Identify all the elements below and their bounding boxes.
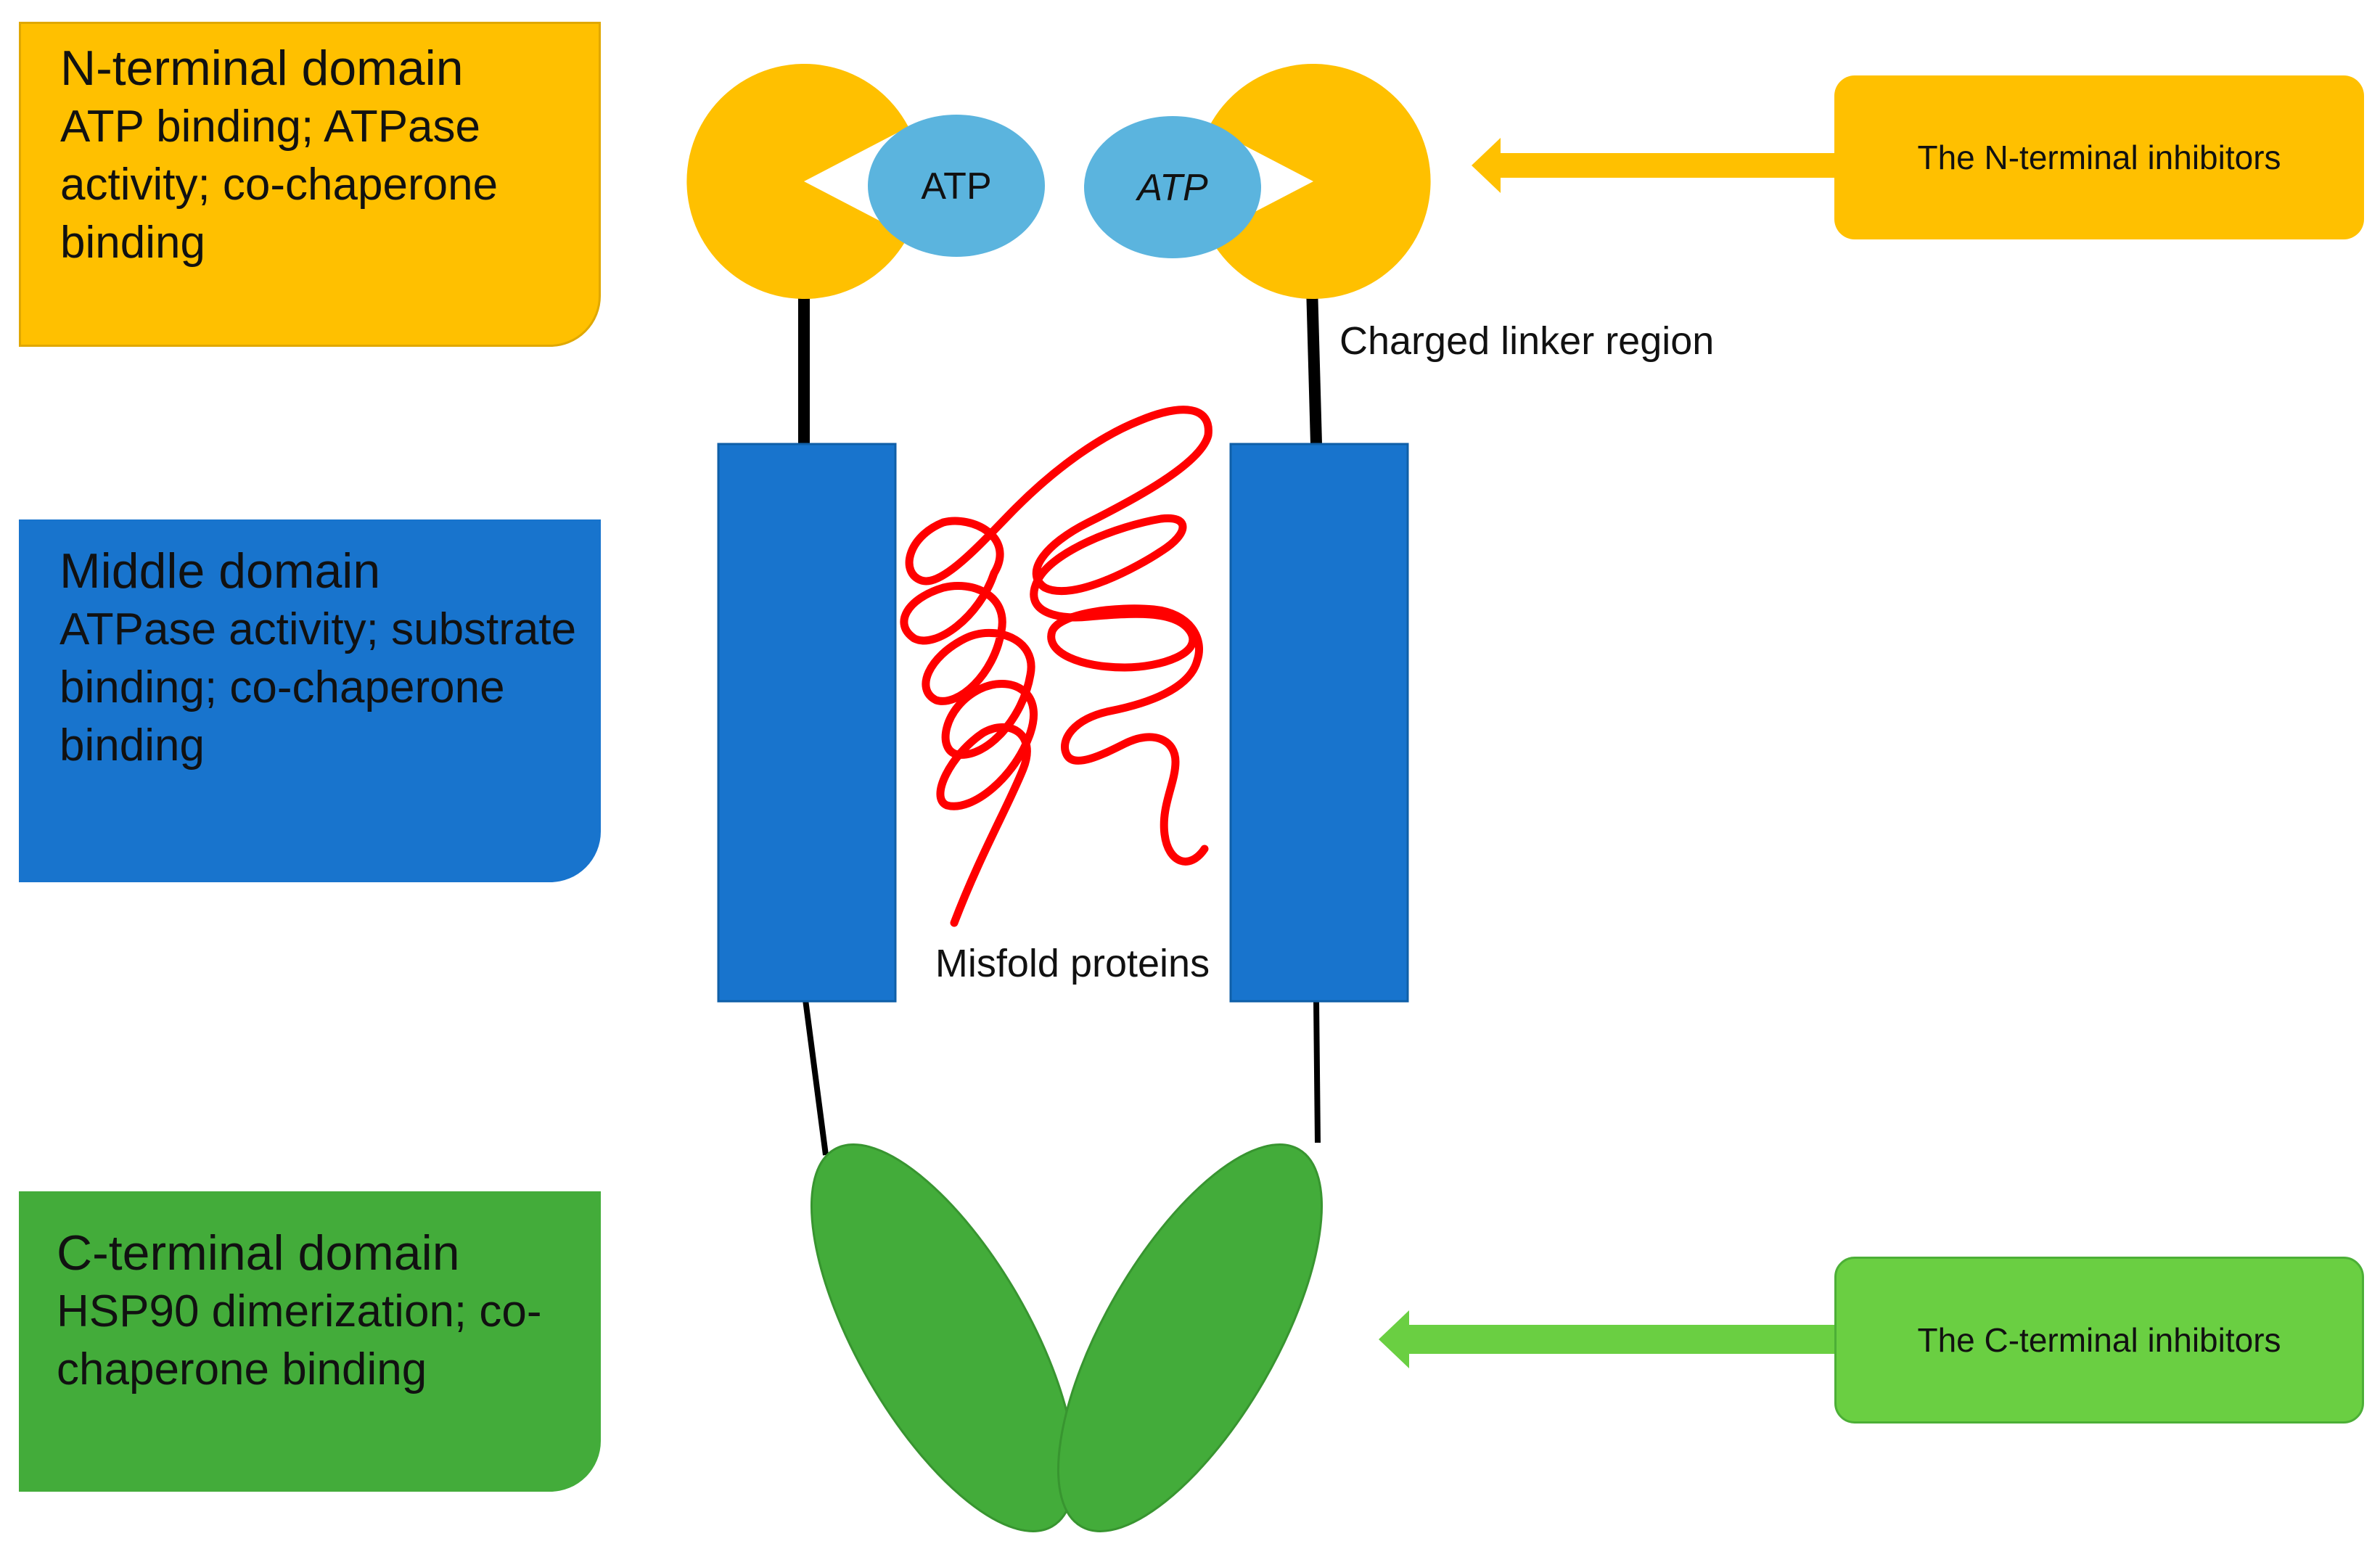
atp-right-shape: [1084, 116, 1261, 258]
left-middle-domain-shape: [717, 443, 897, 1003]
middle-domain-description: ATPase activity; substrate binding; co-c…: [60, 604, 577, 771]
right-upper-linker: [1306, 286, 1322, 445]
n-terminal-inhibitor-arrow: [1472, 138, 1834, 193]
atp-left-shape: [868, 115, 1045, 257]
c-terminal-inhibitors-box: The C-terminal inhibitors: [1834, 1257, 2364, 1424]
linker-region-label: Charged linker region: [1339, 319, 1714, 363]
misfold-protein-squiggle: [900, 406, 1212, 927]
misfold-proteins-label: Misfold proteins: [935, 942, 1210, 985]
c-terminal-domain-box: C-terminal domain HSP90 dimerization; co…: [19, 1191, 601, 1492]
c-terminal-domain-description: HSP90 dimerization; co-chaperone binding: [57, 1286, 542, 1394]
c-terminal-inhibitors-label: The C-terminal inhibitors: [1917, 1321, 2281, 1359]
n-terminal-domain-title: N-terminal domain: [60, 41, 464, 96]
right-n-terminal-domain-shape: [1209, 64, 1431, 299]
n-terminal-domain-box: N-terminal domain ATP binding; ATPase ac…: [19, 22, 601, 347]
c-terminal-inhibitor-arrow: [1379, 1310, 1834, 1368]
middle-domain-box: Middle domain ATPase activity; substrate…: [19, 519, 601, 882]
right-lower-linker: [1313, 999, 1321, 1143]
n-terminal-inhibitors-label: The N-terminal inhibitors: [1917, 139, 2281, 176]
atp-left-label: ATP: [921, 165, 991, 208]
left-lower-linker: [803, 999, 829, 1156]
n-terminal-inhibitors-box: The N-terminal inhibitors: [1834, 75, 2364, 239]
right-middle-domain-shape: [1229, 443, 1409, 1003]
middle-domain-title: Middle domain: [60, 543, 381, 599]
left-c-terminal-domain-shape: [810, 1143, 1077, 1532]
n-terminal-domain-description: ATP binding; ATPase activity; co-chapero…: [60, 102, 498, 268]
left-n-terminal-domain-shape: [686, 63, 908, 300]
atp-right-label: ATP: [1135, 167, 1208, 209]
c-terminal-domain-title: C-terminal domain: [57, 1225, 460, 1281]
right-c-terminal-domain-shape: [1056, 1143, 1324, 1532]
